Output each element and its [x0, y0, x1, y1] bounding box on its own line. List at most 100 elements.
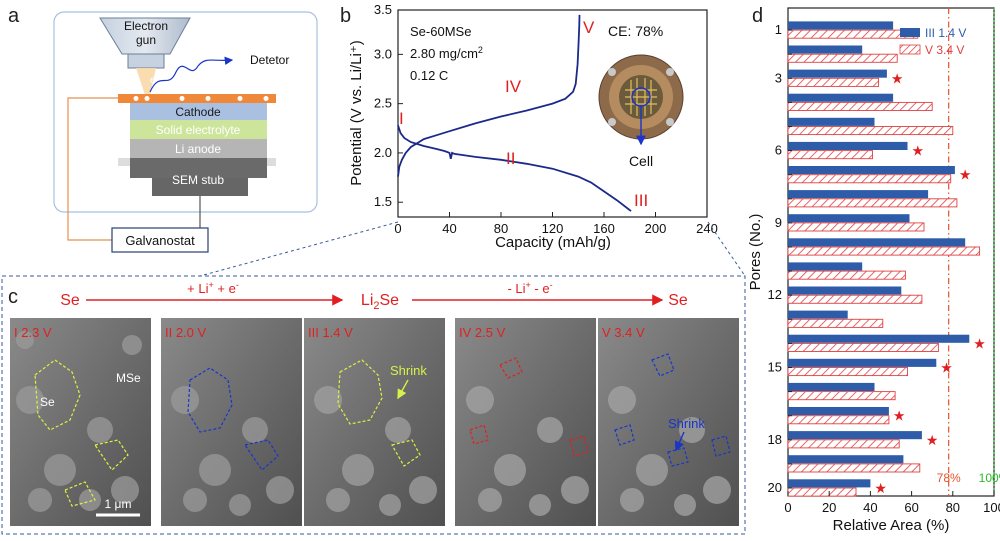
chart-b-x-tick-label: 40: [442, 221, 456, 236]
chart-b-x-axis-label: Capacity (mAh/g): [495, 234, 611, 251]
signal-arrow: [149, 56, 234, 93]
chart-d-x-tick-label: 80: [946, 500, 960, 515]
chart-d-y-tick-label: 18: [768, 432, 782, 447]
reaction-step-1: + Li+ + e-: [187, 280, 239, 296]
chart-d-x-tick-label: 40: [863, 500, 877, 515]
bar-1.4v-pore-15: [788, 358, 937, 367]
sem-image-V: V 3.4 V Shrink: [598, 318, 739, 526]
cell-screw: [608, 68, 616, 76]
bar-1.4v-pore-11: [788, 262, 863, 271]
reaction-middle: Li2Se: [361, 292, 399, 312]
bar-3.4v-pore-7: [787, 174, 952, 184]
panel-a-letter: a: [8, 5, 20, 27]
chart-b-x-tick-label: 120: [542, 221, 564, 236]
sem-image-I-note-se: Se: [40, 395, 55, 409]
sem-stub-top: [130, 158, 267, 178]
bar-3.4v-pore-16: [787, 391, 896, 401]
bar-3.4v-pore-3: [787, 77, 880, 87]
bar-1.4v-pore-10: [788, 238, 966, 247]
chart-b-y-ticks: 1.52.02.53.03.5: [374, 2, 403, 209]
bar-3.4v-pore-9: [787, 222, 925, 232]
panel-b-letter: b: [340, 5, 351, 27]
bar-3.4v-pore-17: [787, 415, 890, 425]
bar-3.4v-pore-4: [787, 101, 933, 111]
bar-1.4v-pore-1: [788, 21, 894, 30]
reference-line-label: 100%: [979, 471, 1000, 485]
sem-image-I-label: I 2.3 V: [14, 325, 52, 340]
sem-stub-label: SEM stub: [172, 173, 224, 187]
chart-d-y-tick-label: 6: [775, 143, 782, 158]
chart-b-series: [397, 14, 632, 212]
chart-d-x-ticks: 020406080100: [784, 491, 1000, 515]
bar-1.4v-pore-12: [788, 286, 902, 295]
galvanostat-label: Galvanostat: [125, 233, 195, 248]
bar-3.4v-pore-2: [787, 53, 898, 63]
bar-3.4v-pore-20: [787, 487, 857, 497]
c-rate: 0.12 C: [410, 68, 448, 83]
bar-3.4v-pore-11: [787, 270, 906, 280]
chart-b-x-tick-label: 0: [394, 221, 401, 236]
chart-d-x-axis-label: Relative Area (%): [833, 517, 950, 534]
sem-image-IV-label: IV 2.5 V: [459, 325, 506, 340]
solid-electrolyte-label: Solid electrolyte: [156, 123, 241, 137]
star-icon: ★: [912, 143, 925, 159]
chart-b-y-tick-label: 2.5: [374, 96, 392, 111]
sem-image-IV-outlines: [469, 357, 589, 457]
chart-d-bars: [787, 21, 981, 497]
wire-cathode: [67, 97, 118, 241]
star-icon: ★: [874, 480, 887, 496]
bar-1.4v-pore-14: [788, 334, 970, 343]
panel-c-letter: c: [8, 286, 18, 308]
chart-d-stars: ★★★★★★★★: [874, 70, 985, 496]
chart-d-x-tick-label: 60: [904, 500, 918, 515]
cell-screw: [666, 68, 674, 76]
bar-3.4v-pore-18: [787, 439, 900, 449]
detector-label: Detetor: [250, 53, 289, 67]
sem-image-III-outlines: [337, 359, 421, 467]
sem-image-I-note-mse: MSe: [116, 371, 141, 385]
chart-d-y-tick-label: 1: [775, 22, 782, 37]
electron-gun-icon: [99, 17, 191, 55]
scale-bar-label: 1 μm: [105, 497, 132, 511]
chart-d-y-axis-label: Pores (No.): [747, 214, 764, 291]
chart-d-y-tick-label: 9: [775, 215, 782, 230]
sem-image-V-label: V 3.4 V: [602, 325, 645, 340]
cell-screw: [666, 118, 674, 126]
panel-d-letter: d: [752, 5, 763, 27]
bar-1.4v-pore-4: [788, 93, 894, 102]
chart-d-y-tick-label: 3: [775, 70, 782, 85]
chart-d-legend: III 1.4 V V 3.4 V: [899, 26, 966, 57]
reaction-end: Se: [668, 292, 688, 309]
zoom-connector-right: [707, 221, 746, 277]
star-icon: ★: [926, 432, 939, 448]
sem-image-III-note-shrink: Shrink: [390, 363, 427, 378]
sem-image-III-label: III 1.4 V: [308, 325, 353, 340]
li-anode-label: Li anode: [175, 142, 221, 156]
panel-c: c Se + Li+ + e- Li2Se - Li+ - e- Se I 2.…: [1, 275, 746, 535]
panel-a: a Electron gun e Detetor Cathode Solid e…: [8, 5, 318, 253]
bar-3.4v-pore-10: [787, 246, 981, 256]
chart-b-x-tick-label: 160: [593, 221, 615, 236]
bar-1.4v-pore-8: [788, 190, 929, 199]
sem-image-II-label: II 2.0 V: [165, 325, 207, 340]
chart-d-y-tick-label: 20: [768, 480, 782, 495]
chart-b-x-tick-label: 200: [645, 221, 667, 236]
collector-holes: [133, 96, 269, 101]
zoom-connector-left: [199, 221, 399, 277]
cell-grid: [625, 78, 657, 116]
chart-b-x-tick-label: 240: [696, 221, 718, 236]
electron-gun-nozzle: [127, 53, 165, 69]
sem-image-V-note-shrink: Shrink: [668, 416, 705, 431]
reaction-start: Se: [60, 292, 80, 309]
reaction-step-2: - Li+ - e-: [507, 280, 552, 296]
chart-b-y-tick-label: 3.5: [374, 2, 392, 17]
li-anode-layer: [130, 139, 267, 158]
panel-d: d 78%100% ★★★★★★★★ 020406080100 13691215…: [747, 5, 1000, 534]
chart-d-x-tick-label: 20: [822, 500, 836, 515]
chart-d-x-tick-label: 0: [784, 500, 791, 515]
stage-label-V: V: [583, 18, 595, 37]
solid-electrolyte-layer: [130, 120, 267, 139]
